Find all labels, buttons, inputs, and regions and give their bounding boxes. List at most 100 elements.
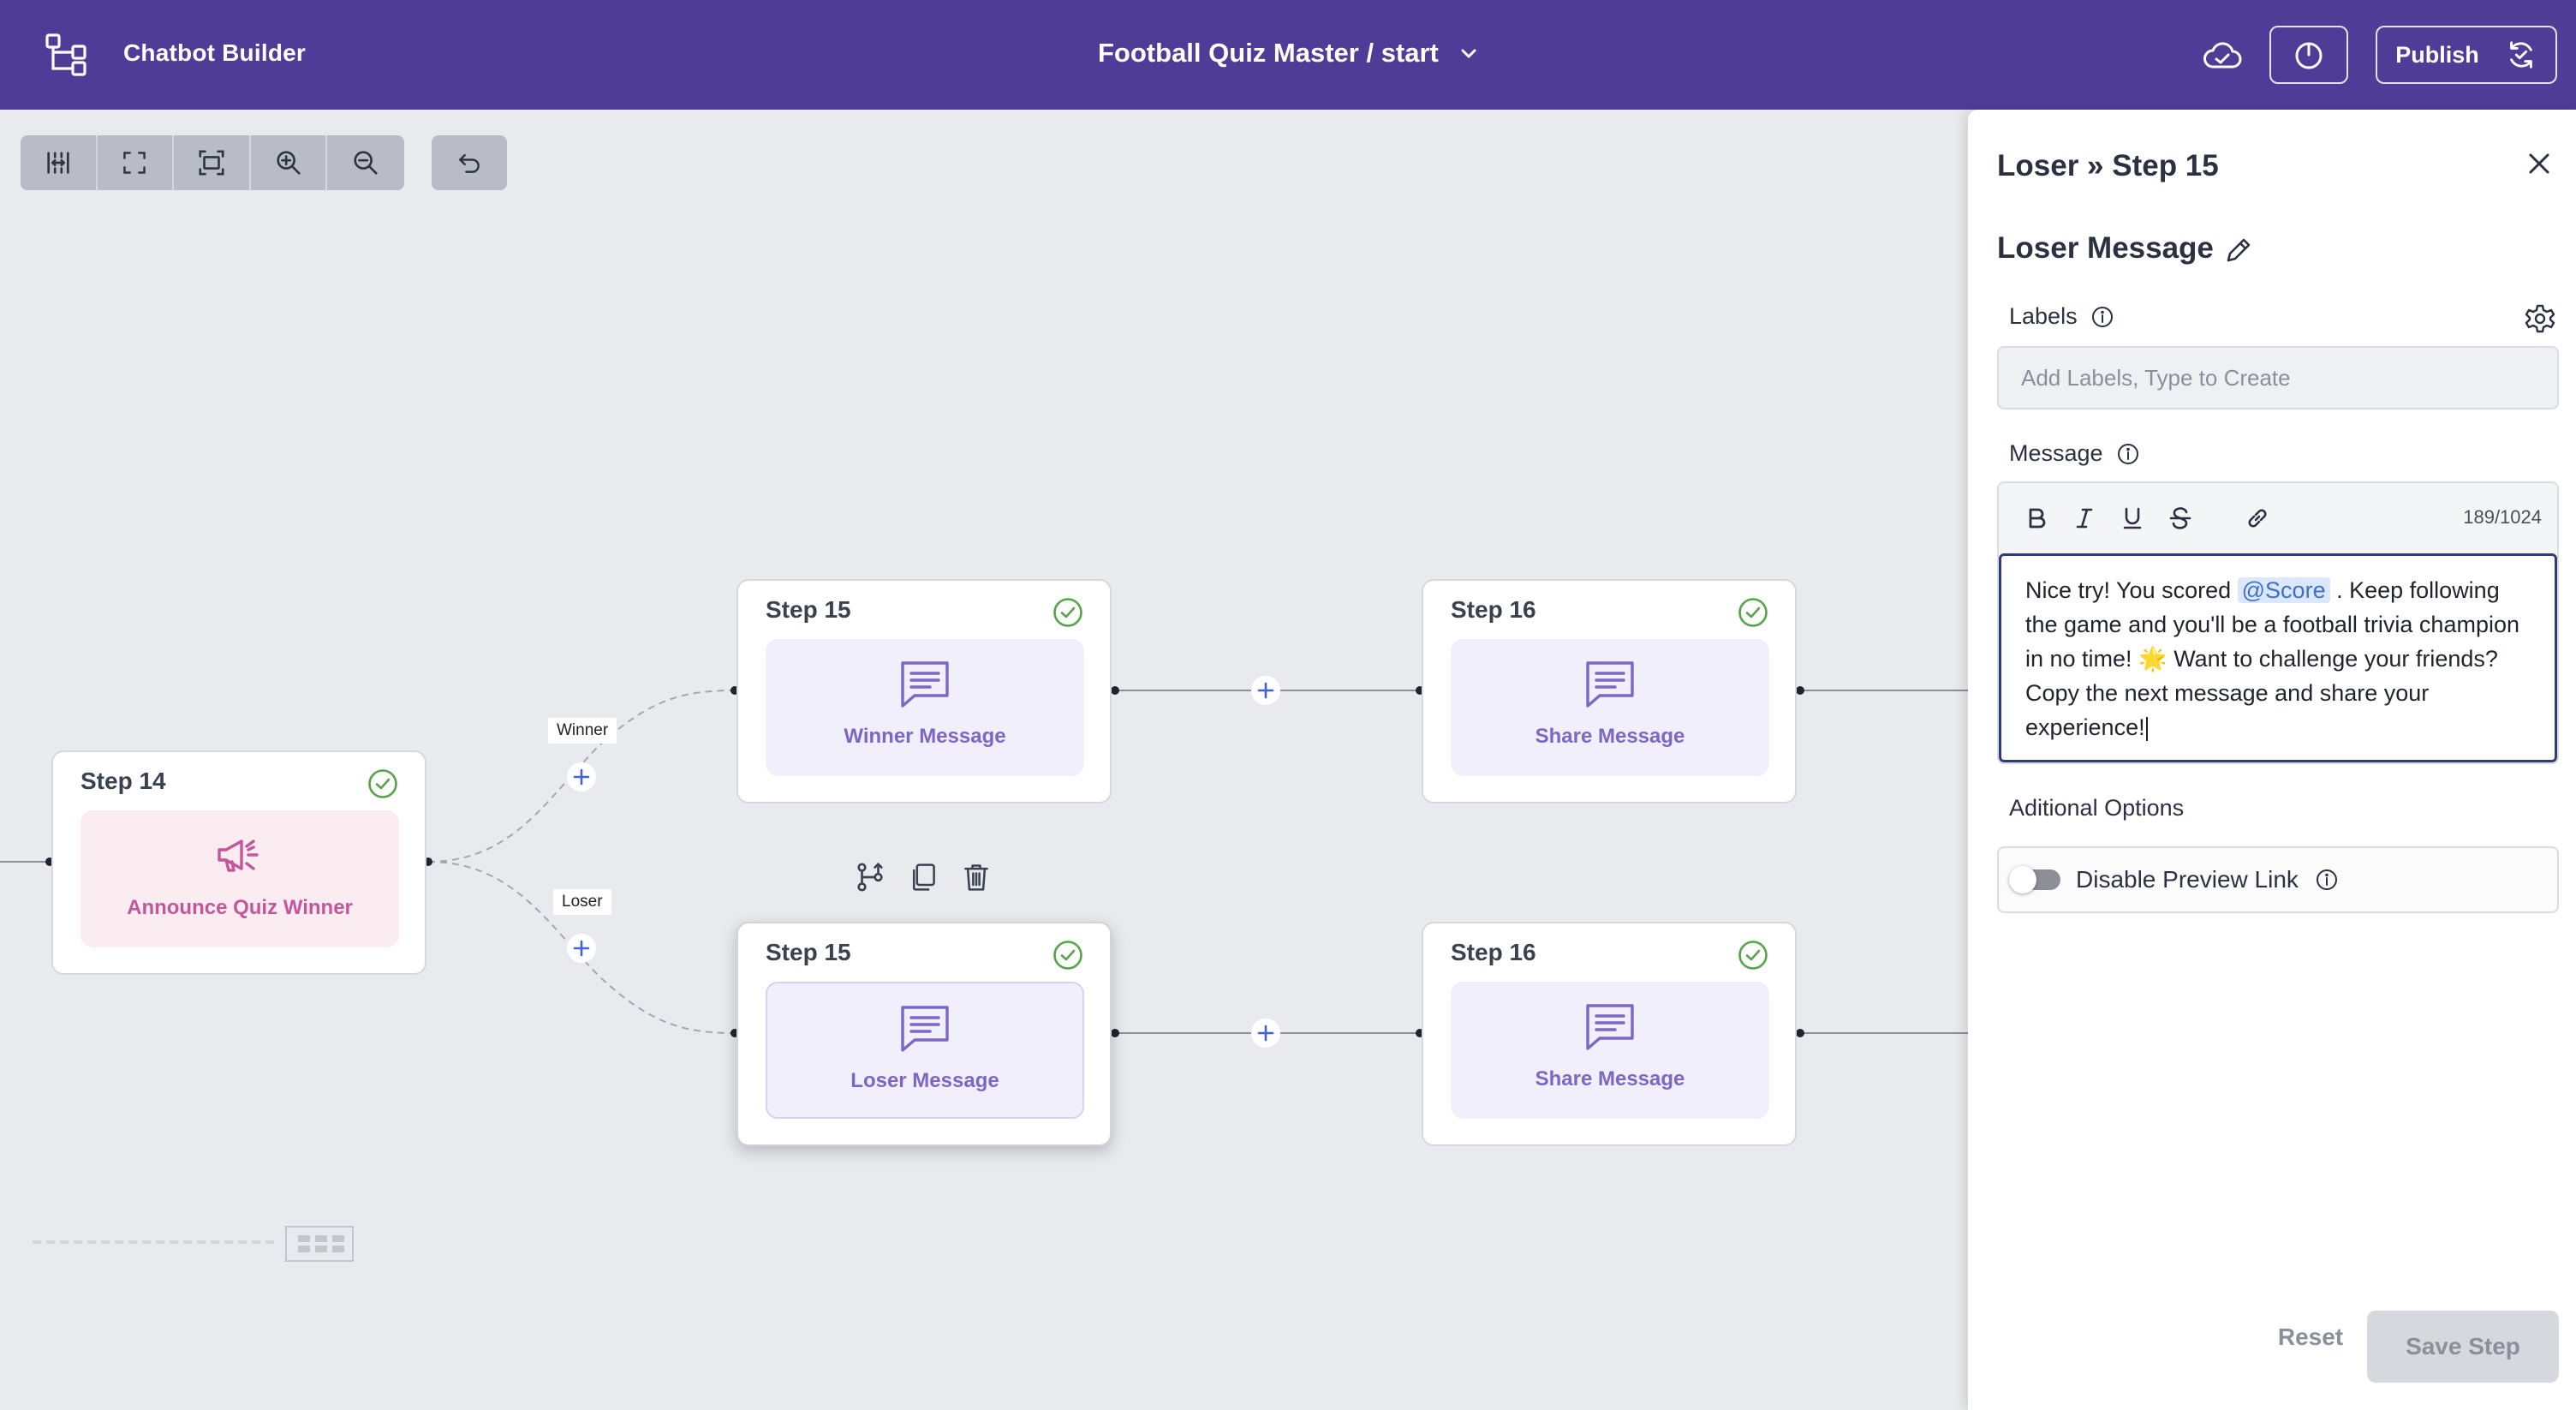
message-textarea[interactable]: Nice try! You scored @Score . Keep follo… — [1999, 553, 2557, 762]
trash-icon[interactable] — [959, 860, 993, 894]
disable-preview-toggle[interactable] — [2009, 866, 2060, 893]
info-icon[interactable] — [2115, 441, 2141, 467]
link-icon[interactable] — [2237, 498, 2278, 539]
check-circle-icon — [1053, 598, 1082, 627]
canvas-toolbar — [21, 135, 404, 190]
branch-label-loser: Loser — [553, 889, 611, 915]
node-title: Step 15 — [766, 939, 851, 965]
power-icon — [2295, 42, 2323, 69]
message-icon — [1586, 661, 1634, 708]
flow-node-step-14[interactable]: Step 14 Announce Quiz Winner — [51, 750, 426, 975]
flow-node-step-16-bottom[interactable]: Step 16 Share Message — [1422, 922, 1797, 1146]
add-step-button[interactable] — [567, 934, 596, 963]
fullscreen-icon — [123, 152, 146, 174]
minimap[interactable] — [33, 1223, 358, 1264]
message-icon — [901, 661, 949, 708]
step-name: Loser Message — [1997, 231, 2214, 265]
megaphone-icon — [218, 839, 259, 872]
node-label: Share Message — [1535, 1067, 1685, 1090]
node-title: Step 14 — [80, 768, 166, 794]
top-bar: Chatbot Builder Football Quiz Master / s… — [0, 0, 2576, 110]
node-card[interactable]: Announce Quiz Winner — [80, 810, 399, 947]
message-icon — [901, 1006, 949, 1052]
zoom-out-icon — [354, 151, 378, 175]
node-card[interactable]: Share Message — [1451, 982, 1769, 1119]
step-editor-panel: Loser » Step 15 Loser Message Labels Add… — [1968, 110, 2576, 1410]
reset-button[interactable]: Reset — [2277, 1323, 2344, 1350]
disable-preview-option: Disable Preview Link — [1997, 846, 2559, 913]
publish-label: Publish — [2395, 41, 2479, 68]
node-label: Share Message — [1535, 725, 1685, 748]
power-button[interactable] — [2269, 26, 2348, 84]
branch-icon[interactable] — [853, 860, 887, 894]
flow-node-step-16-top[interactable]: Step 16 Share Message — [1422, 579, 1797, 804]
star-emoji: 🌟 — [2138, 646, 2168, 672]
close-icon[interactable] — [2525, 149, 2554, 178]
flow-node-step-15-loser[interactable]: Step 15 Loser Message — [736, 922, 1112, 1146]
check-circle-icon — [1738, 598, 1768, 627]
panel-breadcrumb: Loser » Step 15 — [1997, 149, 2219, 182]
node-title: Step 16 — [1451, 596, 1536, 623]
labels-label-text: Labels — [2009, 303, 2078, 329]
add-step-button[interactable] — [567, 762, 596, 792]
check-circle-icon — [368, 769, 397, 798]
fit-screen-button[interactable] — [174, 135, 251, 190]
bold-icon[interactable] — [2016, 498, 2057, 539]
info-icon[interactable] — [2314, 867, 2340, 893]
node-title: Step 16 — [1451, 939, 1536, 965]
node-actions — [853, 860, 993, 894]
message-editor: 189/1024 Nice try! You scored @Score . K… — [1997, 481, 2559, 764]
flow-icon[interactable] — [45, 33, 89, 77]
chevron-down-icon — [1461, 49, 1476, 58]
message-text: Nice try! You scored — [2025, 577, 2238, 603]
variable-chip[interactable]: @Score — [2237, 577, 2330, 603]
pencil-icon[interactable] — [2223, 235, 2254, 266]
cloud-icon[interactable] — [2201, 34, 2244, 77]
plus-icon — [1257, 682, 1274, 699]
italic-icon[interactable] — [2064, 498, 2105, 539]
project-title: Football Quiz Master / start — [1098, 38, 1439, 68]
message-label-text: Message — [2009, 440, 2103, 466]
node-card[interactable]: Winner Message — [766, 639, 1084, 776]
save-step-button[interactable]: Save Step — [2367, 1311, 2559, 1383]
plus-icon — [573, 940, 590, 957]
publish-button[interactable]: Publish — [2376, 26, 2557, 84]
add-step-button[interactable] — [1251, 1019, 1280, 1048]
plus-icon — [573, 768, 590, 786]
project-selector[interactable]: Football Quiz Master / start — [1098, 38, 1480, 69]
node-card[interactable]: Share Message — [1451, 639, 1769, 776]
zoom-in-button[interactable] — [251, 135, 328, 190]
branch-label-winner: Winner — [548, 718, 617, 744]
editor-toolbar: 189/1024 — [1999, 483, 2557, 553]
node-label: Winner Message — [844, 725, 1006, 748]
flow-node-step-15-winner[interactable]: Step 15 Winner Message — [736, 579, 1112, 804]
app-name: Chatbot Builder — [123, 39, 306, 66]
node-title: Step 15 — [766, 596, 851, 623]
zoom-in-icon — [277, 151, 301, 175]
message-icon — [1586, 1004, 1634, 1050]
copy-icon[interactable] — [906, 860, 940, 894]
check-circle-icon — [1738, 941, 1768, 970]
additional-options-label: Aditional Options — [2009, 795, 2185, 821]
info-icon[interactable] — [2090, 304, 2115, 330]
text-caret — [2145, 716, 2148, 741]
labels-label: Labels — [2009, 303, 2115, 330]
plus-icon — [1257, 1025, 1274, 1042]
check-circle-icon — [1053, 941, 1082, 970]
message-text: Want to challenge your friends? Copy the… — [2025, 646, 2498, 740]
add-step-button[interactable] — [1251, 676, 1280, 705]
gear-icon[interactable] — [2525, 303, 2555, 334]
undo-icon — [459, 153, 480, 173]
underline-icon[interactable] — [2112, 498, 2153, 539]
undo-button[interactable] — [432, 135, 507, 190]
fit-screen-icon — [199, 150, 224, 176]
node-card[interactable]: Loser Message — [766, 982, 1084, 1119]
fullscreen-button[interactable] — [98, 135, 175, 190]
disable-preview-label: Disable Preview Link — [2076, 866, 2299, 893]
strikethrough-icon[interactable] — [2160, 498, 2201, 539]
fit-width-button[interactable] — [21, 135, 98, 190]
zoom-out-button[interactable] — [327, 135, 404, 190]
labels-input[interactable]: Add Labels, Type to Create — [1997, 346, 2559, 409]
message-label: Message — [2009, 440, 2141, 467]
message-text: . Keep following the game and you'll be … — [2025, 577, 2520, 672]
